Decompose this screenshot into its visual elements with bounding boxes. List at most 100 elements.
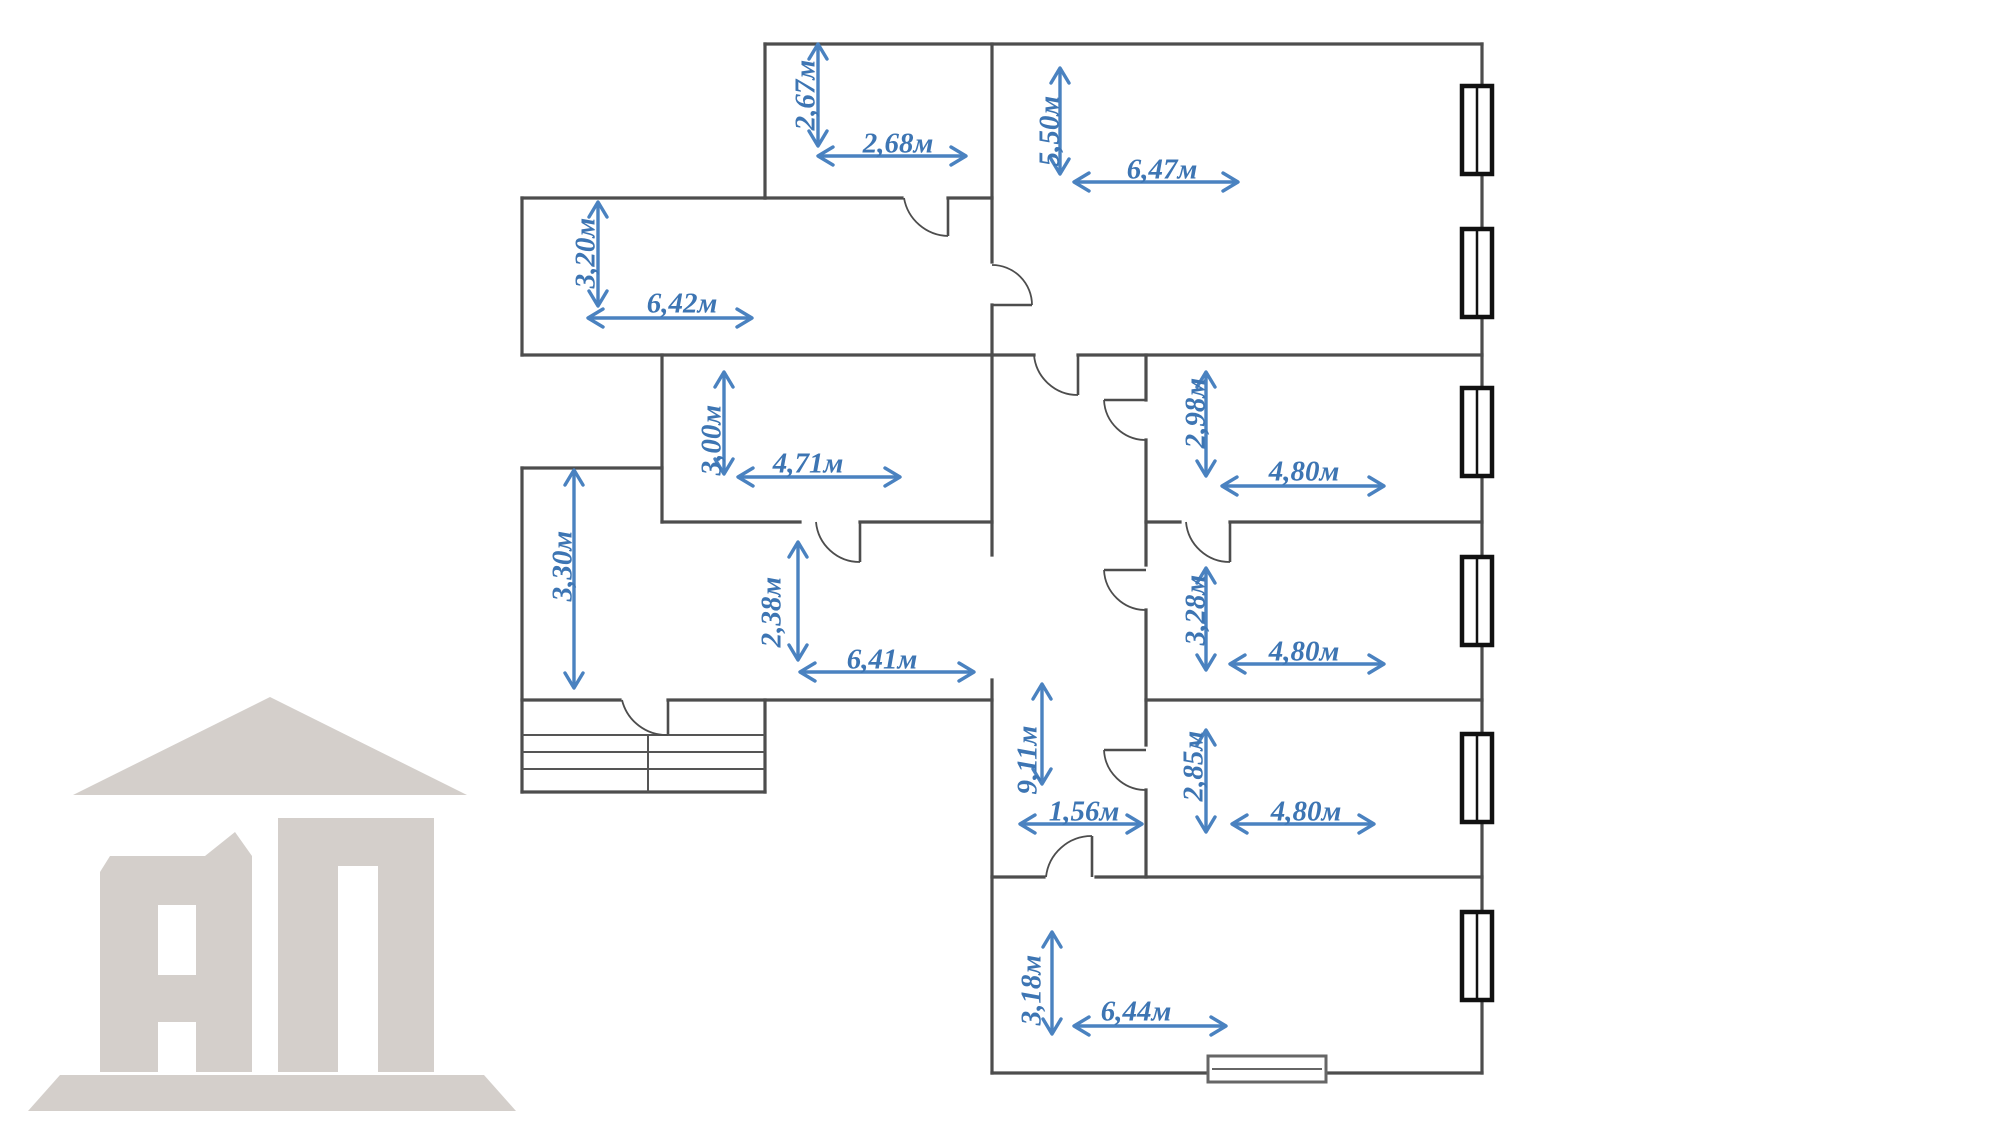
dimension-15: 4,80м [1228, 636, 1386, 675]
dimension-2: 2,68м [816, 128, 968, 167]
dimension-label: 9,11м [1012, 725, 1044, 794]
dimension-label: 6,41м [847, 644, 918, 676]
window-4 [1459, 554, 1495, 648]
windows [1206, 83, 1495, 1084]
dimension-arrowhead [883, 466, 902, 488]
window-3 [1459, 385, 1495, 479]
dimension-11: 3,30м [547, 468, 585, 690]
dimension-label: 6,47м [1127, 154, 1198, 186]
door-room-328 [1185, 521, 1232, 563]
logo-base [28, 1075, 516, 1111]
door-room-285 [1103, 748, 1147, 791]
dimension-5: 3,20м [570, 200, 609, 308]
dimension-arrowhead [807, 42, 829, 61]
dimension-arrowhead [1125, 813, 1144, 835]
logo-roof [73, 697, 467, 795]
dimension-13: 6,41м [798, 644, 976, 683]
logo-letter-a [100, 832, 252, 1072]
dimension-arrowhead [1049, 66, 1071, 85]
door-hall-stairs [621, 699, 670, 736]
dimension-arrowhead [1230, 813, 1249, 835]
window-5 [1459, 731, 1495, 825]
dimension-arrowhead [787, 540, 809, 559]
dimension-20: 3,18м [1016, 930, 1063, 1036]
dimension-label: 3,28м [1180, 575, 1212, 647]
doors [621, 197, 1232, 878]
window-6 [1459, 909, 1495, 1003]
dimension-arrowhead [586, 307, 605, 329]
dimension-arrowhead [1072, 171, 1091, 193]
dimension-arrowhead [1031, 682, 1053, 701]
dimension-arrowhead [1018, 813, 1037, 835]
dimension-label: 5,50м [1034, 96, 1066, 167]
logo-watermark [28, 697, 516, 1111]
dimension-arrowhead [587, 200, 609, 219]
door-room-300 [815, 521, 862, 563]
dimension-arrowhead [1357, 813, 1376, 835]
dimension-17: 1,56м [1018, 796, 1144, 835]
dimension-label: 6,44м [1101, 996, 1172, 1028]
dimension-label: 2,68м [862, 128, 934, 160]
dimension-label: 3,00м [696, 405, 728, 477]
dimension-8: 4,71м [736, 448, 902, 488]
window-bottom [1206, 1054, 1328, 1084]
dimension-16: 9,11м [1012, 682, 1053, 795]
dimension-label: 2,98м [1180, 378, 1212, 450]
dimension-label: 2,85м [1178, 731, 1210, 803]
window-1 [1459, 83, 1495, 177]
dimension-arrowhead [1195, 653, 1217, 672]
dimension-arrowhead [787, 643, 809, 662]
dimension-label: 4,80м [1268, 456, 1340, 488]
dimension-label: 3,18м [1016, 955, 1048, 1027]
dimension-6: 6,42м [586, 288, 754, 329]
dimension-arrowhead [1049, 157, 1071, 176]
dimension-arrowhead [1031, 767, 1053, 786]
dimension-4: 6,47м [1072, 154, 1240, 193]
dimension-9: 2,98м [1180, 370, 1217, 478]
dimension-arrowhead [1367, 653, 1386, 675]
door-corridor-top [1033, 354, 1080, 396]
dimension-arrowhead [1195, 566, 1217, 585]
dimension-label: 4,80м [1270, 796, 1342, 828]
walls [520, 42, 1484, 1075]
dimension-arrowhead [1041, 930, 1063, 949]
dimension-1: 2,67м [790, 42, 829, 148]
door-small-room [903, 197, 950, 237]
dimension-label: 1,56м [1049, 796, 1120, 828]
dimension-arrowhead [1367, 475, 1386, 497]
dimension-14: 3,28м [1180, 566, 1217, 672]
dimension-arrowhead [563, 468, 585, 487]
dimension-arrowhead [735, 307, 754, 329]
dimension-arrowhead [1221, 171, 1240, 193]
logo-letter-p [278, 818, 434, 1072]
dimension-arrowhead [713, 370, 735, 389]
dimension-label: 6,42м [647, 288, 718, 320]
dimension-arrowhead [807, 129, 829, 148]
dimension-arrowhead [1195, 728, 1217, 747]
stairs [522, 734, 765, 792]
dimension-arrowhead [1228, 653, 1247, 675]
dimension-18: 2,85м [1178, 728, 1217, 834]
dimension-7: 3,00м [696, 370, 735, 477]
door-bottom-room [1045, 835, 1094, 878]
dimension-arrowhead [713, 457, 735, 476]
dimension-label: 4,80м [1268, 636, 1340, 668]
dimension-arrowhead [1209, 1015, 1228, 1037]
dimension-arrowhead [587, 289, 609, 308]
dimension-12: 2,38м [756, 540, 809, 662]
dimension-arrowhead [816, 145, 835, 167]
dimension-19: 4,80м [1230, 796, 1376, 835]
dimension-3: 5,50м [1034, 66, 1071, 176]
dimension-arrowhead [798, 661, 817, 683]
dimension-arrowhead [736, 466, 755, 488]
dimension-arrowhead [949, 145, 968, 167]
dimension-arrowhead [563, 671, 585, 690]
door-room-298 [1103, 398, 1147, 441]
dimension-label: 2,67м [790, 60, 822, 132]
dimension-label: 3,20м [570, 218, 602, 290]
dimension-arrowhead [1195, 815, 1217, 834]
dimension-10: 4,80м [1220, 456, 1386, 497]
door-big-room [991, 264, 1033, 307]
